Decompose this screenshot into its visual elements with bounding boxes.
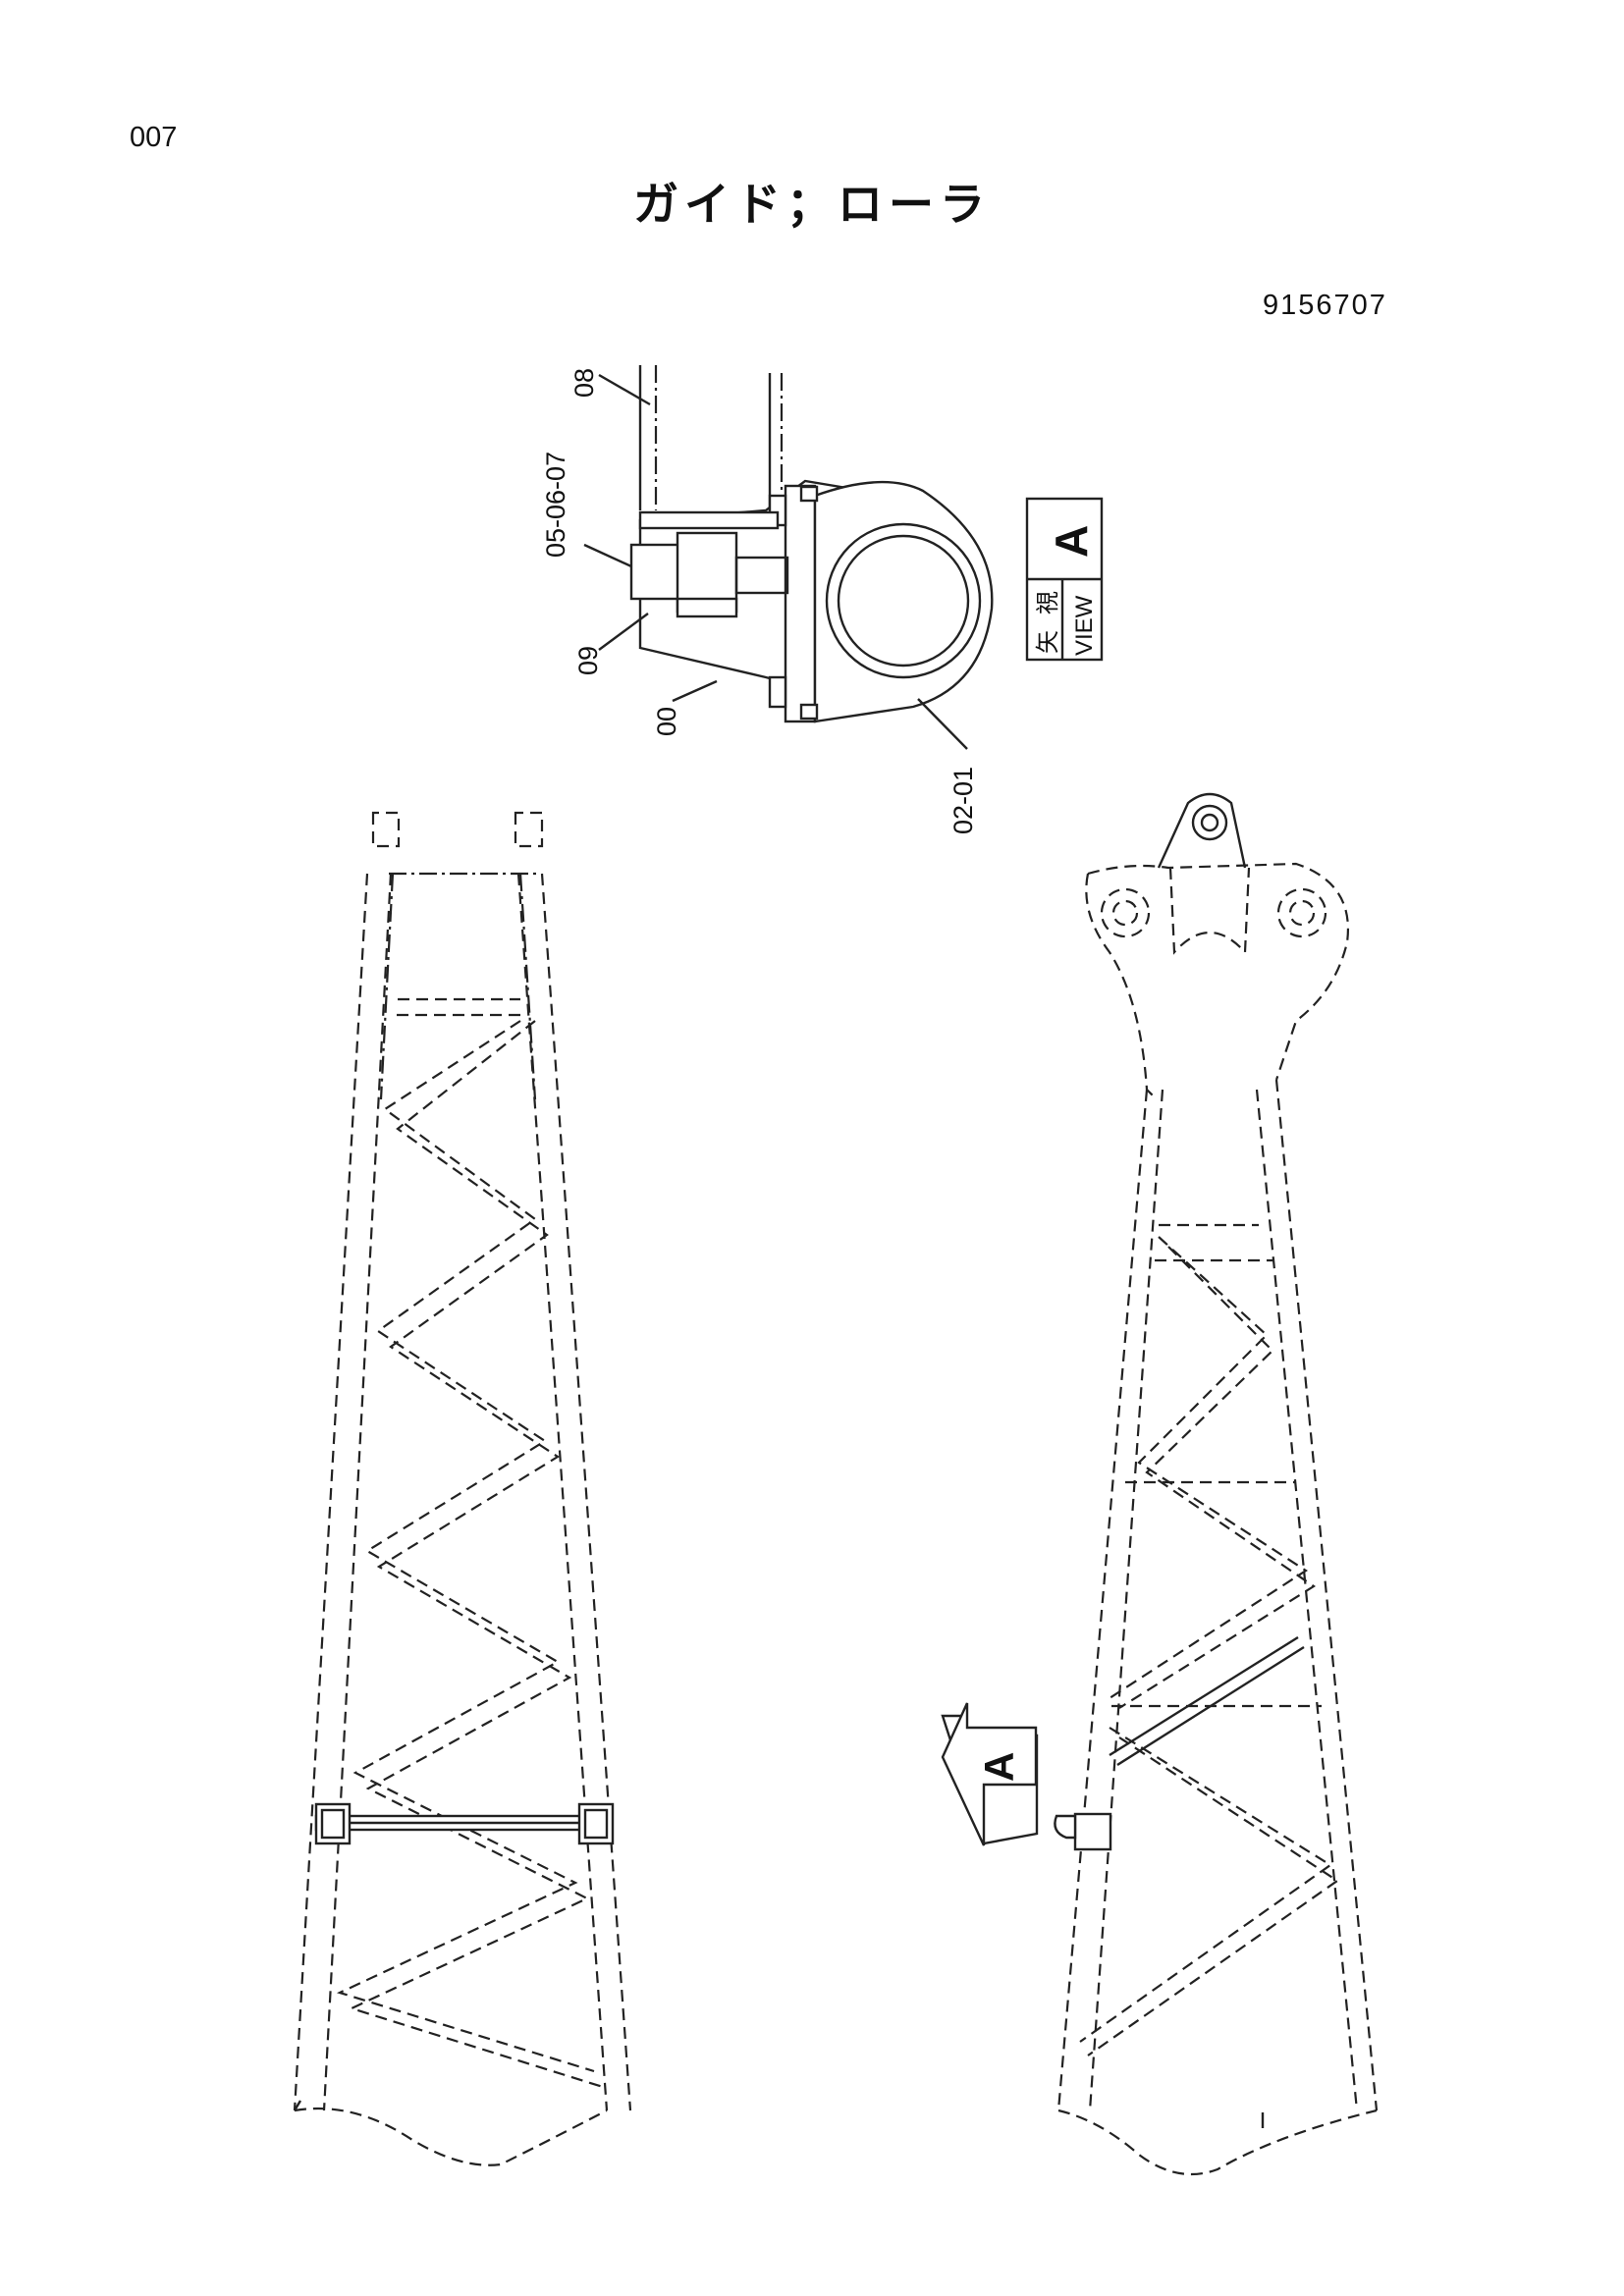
front-view-frame xyxy=(293,811,632,2166)
view-word: VIEW xyxy=(1071,595,1098,656)
view-arrow-letter: A xyxy=(976,1752,1022,1782)
page-title: ガイド；ローラ xyxy=(633,178,991,231)
drawing-number: 9156707 xyxy=(1263,290,1387,321)
view-a-letter: A xyxy=(1046,525,1097,558)
callout-00: 00 xyxy=(652,707,681,736)
view-kanji-left: 矢 xyxy=(1034,630,1061,654)
callout-05-06-07: 05-06-07 xyxy=(541,452,570,558)
detail-view-a xyxy=(629,365,994,723)
side-view-frame xyxy=(1054,792,1379,2176)
view-a-label-box: A 矢 視 VIEW xyxy=(1025,497,1104,662)
view-kanji-right: 視 xyxy=(1034,591,1061,614)
view-direction-arrow-a: A xyxy=(941,1702,1039,1846)
callout-09: 09 xyxy=(573,646,603,675)
page-number: 007 xyxy=(130,122,178,153)
callout-leaders xyxy=(583,373,968,750)
callout-02-01: 02-01 xyxy=(948,767,978,834)
callout-08: 08 xyxy=(569,368,599,398)
